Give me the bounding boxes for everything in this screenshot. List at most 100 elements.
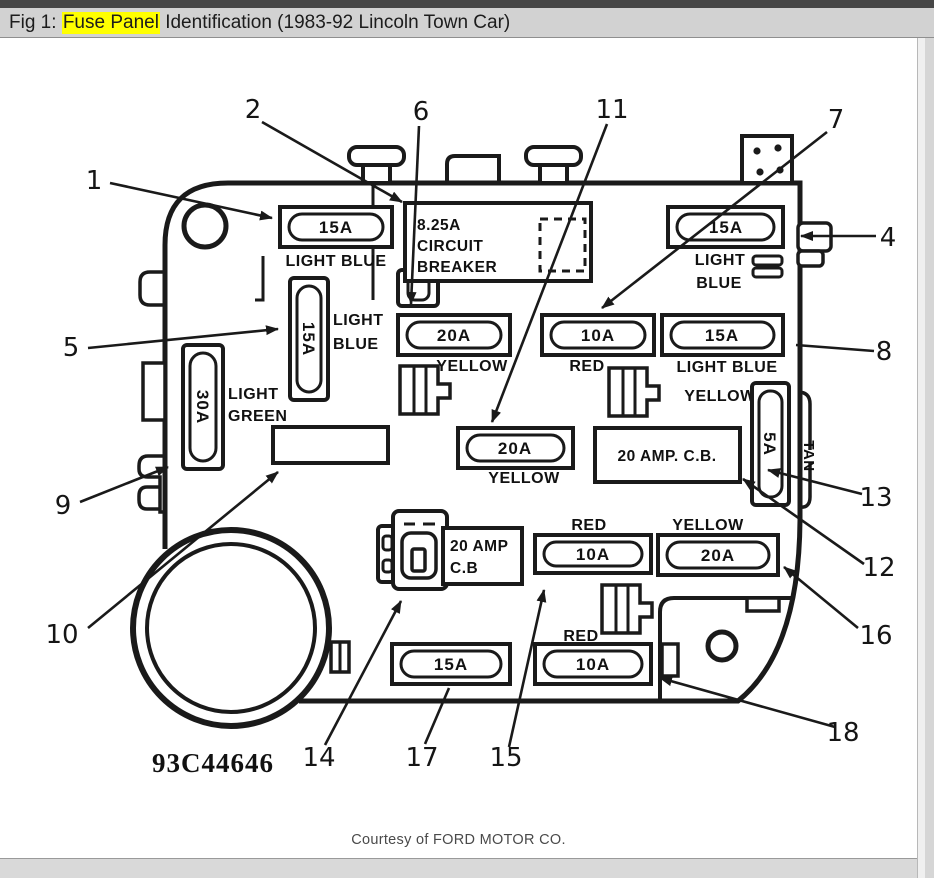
- breaker-dashed-outline: [538, 217, 587, 273]
- callout-11: 11: [595, 95, 628, 125]
- callout-8: 8: [876, 337, 893, 367]
- fuse-20a-middle: 20A: [456, 426, 575, 470]
- scrollbar-thumb[interactable]: [925, 38, 934, 878]
- callout-15: 15: [489, 743, 522, 773]
- blank-relay-slot: [271, 425, 390, 465]
- circuit-breaker-20amp: 20 AMP. C.B.: [593, 426, 742, 484]
- fuse-color-label: YELLOW: [436, 358, 508, 375]
- callout-lines: [79, 120, 876, 748]
- fuse-color-label: RED: [569, 358, 604, 375]
- callout-line-1: [109, 181, 273, 221]
- fuse-amp-label: 5A: [760, 432, 779, 456]
- clip-connector-2: [398, 364, 452, 416]
- left-edge-clips: [137, 270, 167, 514]
- panel-divider-line-2: [255, 256, 265, 302]
- callout-1: 1: [86, 166, 103, 196]
- cb-plug-connector: [376, 509, 449, 591]
- callout-line-11: [490, 123, 609, 423]
- fuse-color-label: BLUE: [333, 336, 379, 353]
- fuse-5a-vertical: 5A: [750, 381, 791, 507]
- callout-9: 9: [55, 491, 72, 521]
- fuse-10a-row: 10A: [540, 313, 656, 357]
- fuse-color-label: RED: [563, 628, 598, 645]
- callout-line-2: [261, 120, 403, 204]
- clip-connector-4: [600, 583, 654, 635]
- breaker-label-line2: CIRCUIT: [417, 238, 483, 255]
- fuse-15a-bottom: 15A: [390, 642, 512, 686]
- right-edge-tab: [796, 221, 833, 268]
- part-number: 93C44646: [152, 748, 274, 778]
- fuse-15a-row: 15A: [660, 313, 785, 357]
- callout-13: 13: [859, 483, 892, 513]
- breaker-label: 20 AMP. C.B.: [617, 448, 716, 465]
- fuse-10a-bottom-upper: 10A: [533, 533, 653, 575]
- small-terminal-icon: [751, 254, 784, 279]
- callout-4: 4: [880, 223, 897, 253]
- caption-highlight: Fuse Panel: [61, 11, 160, 34]
- fuse-amp-label: 15A: [319, 218, 353, 237]
- fuse-amp-label: 15A: [705, 326, 739, 345]
- callout-line-14: [323, 600, 403, 746]
- fuse-20a-bottom: 20A: [656, 533, 780, 577]
- fuse-color-label: YELLOW: [488, 470, 560, 487]
- callout-line-7: [601, 130, 828, 310]
- fuse-color-label: BLUE: [696, 275, 742, 292]
- figure-caption-bar: Fig 1: Fuse Panel Identification (1983-9…: [0, 8, 934, 38]
- fuse-color-label: LIGHT: [695, 252, 746, 269]
- callout-7: 7: [828, 105, 845, 135]
- tan-rail: [797, 390, 812, 510]
- callout-2: 2: [245, 95, 262, 125]
- clip-connector-3: [607, 366, 661, 418]
- callout-line-15: [507, 589, 547, 748]
- callout-line-10: [87, 470, 279, 630]
- mounting-hole-bottom-right: [705, 629, 739, 663]
- circuit-breaker-825: 8.25A CIRCUIT BREAKER: [403, 201, 593, 283]
- fuse-amp-label: 10A: [576, 545, 610, 564]
- corner-piece: [658, 596, 793, 700]
- fuse-color-label: LIGHT: [333, 312, 384, 329]
- fuse-color-label: YELLOW: [684, 388, 756, 405]
- callout-5: 5: [63, 333, 80, 363]
- fuse-15a-top-right: 15A: [666, 205, 785, 249]
- window-top-bar: [0, 0, 934, 8]
- callout-18: 18: [826, 718, 859, 748]
- fuse-amp-label: 15A: [299, 322, 318, 356]
- fuse-amp-label: 15A: [434, 655, 468, 674]
- fuse-10a-bottom-lower: 10A: [533, 642, 653, 686]
- fuse-amp-label: 10A: [581, 326, 615, 345]
- courtesy-credit: Courtesy of FORD MOTOR CO.: [351, 832, 566, 848]
- callout-numbers: 1 2 4 5 6 7 8 9 10 11 12 13 14 15 16 17 …: [45, 95, 896, 773]
- callout-line-9: [79, 465, 169, 504]
- callout-line-18: [659, 676, 836, 729]
- vertical-scrollbar[interactable]: [917, 38, 934, 878]
- callout-12: 12: [862, 553, 895, 583]
- fuse-color-label: LIGHT: [228, 386, 279, 403]
- callout-16: 16: [859, 621, 892, 651]
- breaker-label-line1: 8.25A: [417, 217, 461, 234]
- callout-line-8: [795, 343, 875, 353]
- fuse-amp-label: 10A: [576, 655, 610, 674]
- callout-line-6: [406, 125, 421, 305]
- callout-line-17: [423, 687, 451, 745]
- caption-prefix: Fig 1:: [9, 11, 62, 33]
- fuse-30a-vertical: 30A: [181, 343, 225, 471]
- callout-10: 10: [45, 620, 78, 650]
- round-component: [130, 527, 351, 729]
- breaker-label-line1: 20 AMP: [450, 538, 508, 555]
- bottom-bar: [0, 858, 917, 878]
- fuse-color-label: GREEN: [228, 408, 287, 425]
- fuse-amp-label: 15A: [709, 218, 743, 237]
- fuse-amp-label: 20A: [437, 326, 471, 345]
- mounting-hole-top-left: [181, 202, 229, 250]
- callout-17: 17: [405, 743, 438, 773]
- fuse-15a-top-left: 15A: [278, 205, 394, 249]
- callout-6: 6: [413, 97, 430, 127]
- four-pin-connector: [740, 134, 794, 185]
- panel-top-tabs: [347, 145, 583, 185]
- callout-14: 14: [302, 743, 335, 773]
- breaker-label-line2: C.B: [450, 560, 478, 577]
- fuse-color-label: LIGHT BLUE: [677, 359, 778, 376]
- callout-line-13: [767, 468, 863, 496]
